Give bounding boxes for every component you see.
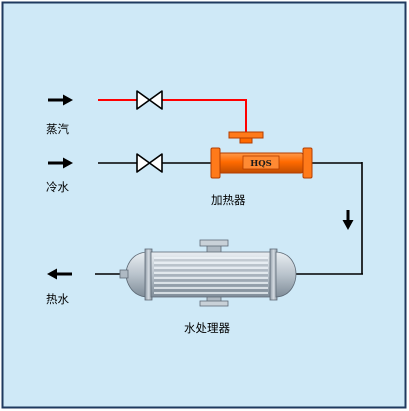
- heater-left-flange: [210, 147, 221, 179]
- heater-badge-plate: [242, 155, 280, 170]
- down-arrow-icon: [342, 210, 354, 230]
- tank-tubes: [154, 257, 268, 294]
- steam-label: 蒸汽: [46, 122, 69, 136]
- water-valve-icon: [136, 153, 163, 173]
- heater: HQS: [210, 131, 313, 179]
- heater-outlet-line: [284, 162, 363, 275]
- tank-left-outlet: [119, 269, 129, 279]
- steam-valve-icon: [136, 90, 163, 110]
- cold-water-arrow-icon: [48, 157, 73, 169]
- heater-right-flange: [302, 147, 313, 179]
- tank-tube-shadows: [154, 259, 268, 291]
- hot-water-arrow-icon: [47, 268, 72, 280]
- tank-top-flange: [199, 239, 229, 247]
- water-treatment-tank: [119, 239, 297, 307]
- tank-right-cap: [275, 251, 297, 298]
- heater-badge: HQS: [250, 159, 272, 169]
- hot-water-label: 热水: [46, 292, 69, 306]
- tank-bottom-flange: [199, 300, 229, 307]
- heater-label: 加热器: [211, 193, 246, 207]
- water-treatment-label: 水处理器: [184, 321, 230, 335]
- cold-water-label: 冷水: [46, 180, 69, 194]
- steam-arrow-icon: [48, 94, 73, 106]
- tank-shell: [150, 251, 273, 298]
- heater-steam-flange: [228, 131, 264, 139]
